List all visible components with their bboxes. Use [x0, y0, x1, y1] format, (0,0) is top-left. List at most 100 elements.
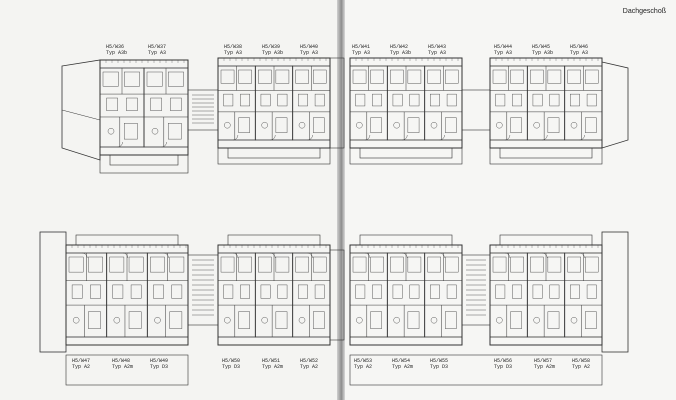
- bed-symbol: [313, 256, 327, 273]
- bath-symbol: [170, 97, 182, 111]
- door-swing: [364, 252, 371, 259]
- bottom_row_labels-unit-id-5: H5/W52: [300, 358, 318, 364]
- bed-symbol: [585, 69, 599, 84]
- bath-symbol: [71, 284, 83, 299]
- bath-symbol: [355, 284, 366, 299]
- door-swing: [232, 134, 239, 141]
- table-symbol: [393, 317, 400, 324]
- door-swing: [161, 141, 167, 148]
- kitchen-symbol: [510, 117, 522, 133]
- table-symbol: [496, 121, 503, 129]
- kitchen-symbol: [445, 311, 457, 329]
- bath-symbol: [106, 97, 118, 111]
- door-swing: [364, 134, 371, 141]
- bed-symbol: [492, 69, 507, 84]
- bath-symbol: [298, 93, 308, 107]
- kitchen-symbol: [313, 117, 325, 133]
- door-swing: [504, 134, 511, 141]
- kitchen-symbol: [313, 311, 325, 329]
- bath-symbol: [260, 93, 271, 107]
- bath-symbol: [430, 93, 440, 107]
- bath-symbol: [112, 284, 124, 299]
- bottom_row_labels-unit-id-10: H5/W57: [534, 358, 552, 364]
- bath-symbol: [512, 284, 522, 299]
- door-swing: [402, 252, 408, 259]
- bath-symbol: [130, 284, 142, 299]
- bed-symbol: [547, 256, 562, 273]
- top_row_labels-unit-id-10: H5/W46: [570, 44, 588, 50]
- door-swing: [232, 252, 239, 259]
- bottom_row_labels-unit-type-2: Typ D3: [150, 364, 168, 370]
- bath-symbol: [495, 93, 506, 107]
- bed-symbol: [88, 256, 103, 273]
- balcony-strip: [359, 234, 453, 246]
- bed-symbol: [547, 69, 562, 84]
- bed-symbol: [295, 256, 309, 273]
- kitchen-symbol: [547, 311, 560, 329]
- bath-symbol: [392, 93, 403, 107]
- top_row_labels-unit-type-7: Typ A3: [428, 50, 446, 56]
- angled-wing: [601, 61, 629, 149]
- kitchen-symbol: [407, 311, 420, 329]
- kitchen-symbol: [128, 311, 142, 329]
- table-symbol: [261, 317, 268, 324]
- bed-symbol: [530, 69, 544, 84]
- bed-symbol: [427, 69, 441, 84]
- page-heading: Dachgeschoß: [622, 8, 666, 15]
- bottom_row_labels-unit-type-1: Typ A2m: [112, 364, 133, 370]
- connector: [329, 57, 345, 149]
- bottom_row_labels-unit-id-7: H5/W54: [392, 358, 410, 364]
- top_row_labels-unit-type-9: Typ A3b: [532, 50, 553, 56]
- door-swing: [439, 134, 445, 141]
- top_row_labels-unit-id-4: H5/W40: [300, 44, 318, 50]
- angled-wing: [61, 59, 101, 161]
- bed-symbol: [352, 256, 367, 273]
- top_row_labels-unit-id-7: H5/W43: [428, 44, 446, 50]
- bed-symbol: [445, 256, 459, 273]
- table-symbol: [107, 127, 115, 135]
- bath-symbol: [260, 284, 271, 299]
- balcony-strip: [227, 234, 321, 246]
- bed-symbol: [169, 256, 185, 273]
- table-symbol: [430, 317, 438, 324]
- stair-core: [461, 89, 491, 131]
- bottom_row_labels-unit-type-3: Typ D3: [222, 364, 240, 370]
- door-swing: [270, 252, 276, 259]
- bed-symbol: [238, 69, 252, 84]
- bed-symbol: [146, 71, 163, 87]
- bottom_row_labels-unit-type-6: Typ A2: [354, 364, 372, 370]
- bed-symbol: [238, 256, 252, 273]
- table-symbol: [393, 121, 400, 129]
- bath-symbol: [586, 284, 597, 299]
- bottom_row_labels-unit-type-7: Typ A2m: [392, 364, 413, 370]
- bed-symbol: [427, 256, 441, 273]
- bed-symbol: [370, 69, 384, 84]
- bath-symbol: [446, 93, 457, 107]
- bed-symbol: [102, 71, 119, 87]
- kitchen-symbol: [275, 311, 288, 329]
- bottom_row_labels-unit-id-11: H5/W58: [572, 358, 590, 364]
- table-symbol: [151, 127, 159, 135]
- balcony-strip: [227, 147, 321, 159]
- bath-symbol: [512, 93, 522, 107]
- balcony-strip: [499, 147, 593, 159]
- bath-symbol: [570, 284, 580, 299]
- bath-symbol: [549, 93, 560, 107]
- bed-symbol: [220, 256, 235, 273]
- table-symbol: [261, 121, 268, 129]
- door-swing: [579, 252, 585, 259]
- terrace: [489, 147, 603, 165]
- bath-symbol: [314, 284, 325, 299]
- top_row_labels-unit-id-6: H5/W42: [390, 44, 408, 50]
- right-page: [342, 0, 676, 400]
- kitchen-symbol: [510, 311, 522, 329]
- bed-symbol: [295, 69, 309, 84]
- door-swing: [439, 252, 445, 259]
- kitchen-symbol: [547, 117, 560, 133]
- table-symbol: [356, 317, 363, 324]
- top_row_labels-unit-type-4: Typ A3: [300, 50, 318, 56]
- bottom_row_labels-unit-type-8: Typ D3: [430, 364, 448, 370]
- kitchen-symbol: [167, 123, 182, 140]
- bath-symbol: [372, 284, 382, 299]
- door-swing: [542, 252, 548, 259]
